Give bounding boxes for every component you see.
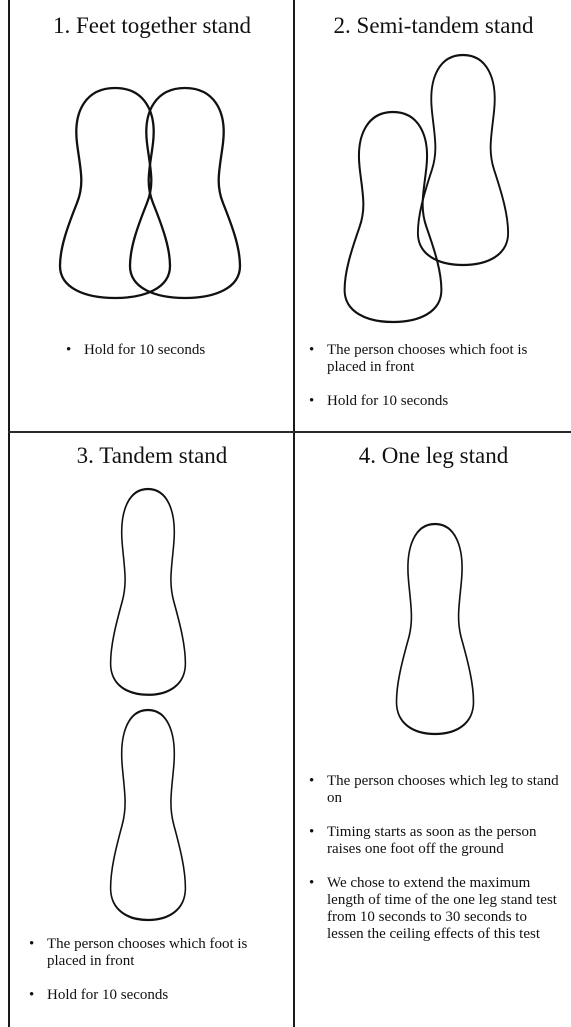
panel-4-bullets: • The person chooses which leg to stand o…: [305, 773, 565, 943]
foot-outline-back: [345, 112, 442, 322]
bullet-item: • Hold for 10 seconds: [305, 393, 560, 410]
bullet-text: Hold for 10 seconds: [327, 393, 448, 409]
bullet-text: Hold for 10 seconds: [47, 987, 168, 1003]
bullet-item: • We chose to extend the maximum length o…: [305, 875, 565, 943]
bullet-dot: •: [309, 773, 314, 790]
bullet-text: The person chooses which leg to stand on: [327, 773, 559, 806]
foot-outline-lower: [111, 710, 186, 920]
foot-outline-front: [418, 55, 508, 265]
foot-outline-upper: [111, 489, 186, 695]
bullet-item: • The person chooses which foot is placed…: [25, 936, 290, 970]
bullet-dot: •: [66, 342, 71, 359]
bullet-dot: •: [309, 393, 314, 410]
bullet-item: • The person chooses which foot is placed…: [305, 342, 560, 376]
bullet-dot: •: [309, 342, 314, 359]
foot-outline-single: [397, 524, 474, 734]
foot-outline-right: [130, 88, 240, 298]
bullet-item: • The person chooses which leg to stand o…: [305, 773, 565, 807]
panel-3-bullets: • The person chooses which foot is placed…: [25, 936, 290, 1004]
bullet-dot: •: [309, 875, 314, 892]
bullet-text: Hold for 10 seconds: [84, 342, 205, 358]
bullet-dot: •: [309, 824, 314, 841]
bullet-item: • Hold for 10 seconds: [62, 342, 282, 359]
bullet-text: We chose to extend the maximum length of…: [327, 875, 557, 942]
bullet-item: • Timing starts as soon as the person rai…: [305, 824, 565, 858]
bullet-text: Timing starts as soon as the person rais…: [327, 824, 536, 857]
bullet-text: The person chooses which foot is placed …: [47, 936, 247, 969]
bullet-item: • Hold for 10 seconds: [25, 987, 290, 1004]
bullet-dot: •: [29, 936, 34, 953]
bullet-text: The person chooses which foot is placed …: [327, 342, 527, 375]
foot-outline-left: [60, 88, 170, 298]
panel-1-bullets: • Hold for 10 seconds: [62, 342, 282, 359]
bullet-dot: •: [29, 987, 34, 1004]
panel-2-bullets: • The person chooses which foot is placed…: [305, 342, 560, 410]
